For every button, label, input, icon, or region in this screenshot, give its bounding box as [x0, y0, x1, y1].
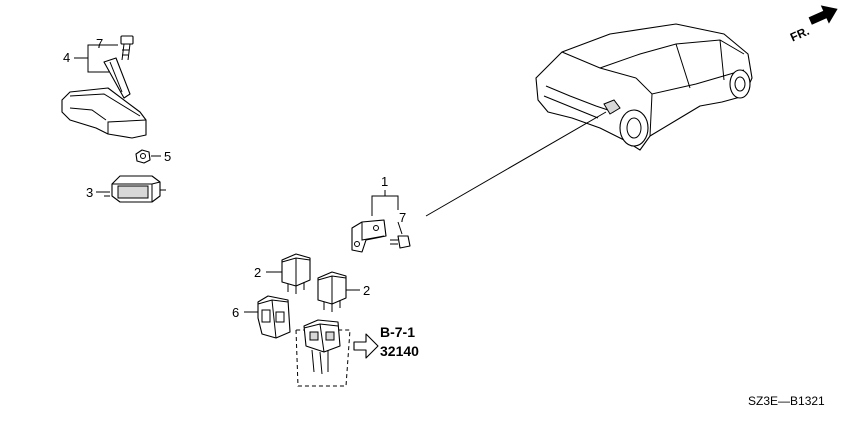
callout-5: 5	[164, 149, 171, 164]
callout-3: 3	[86, 185, 93, 200]
front-direction-arrow-icon	[808, 5, 838, 25]
callout-7-lower: 7	[399, 210, 406, 225]
part-2-relay-left	[281, 253, 311, 294]
callout-1: 1	[381, 174, 388, 189]
part-2-relay-right	[317, 271, 347, 312]
front-direction-label: FR.	[788, 24, 811, 45]
part-1-bracket	[351, 219, 387, 253]
part-6-holder	[257, 295, 291, 339]
reference-arrow-icon	[353, 333, 379, 359]
callout-bracket-1-7	[371, 195, 399, 216]
callout-4: 4	[63, 50, 70, 65]
part-3-sensor	[104, 175, 166, 203]
reference-connector	[295, 319, 351, 387]
part-7-bolt-lower	[390, 235, 411, 249]
reference-part-number: 32140	[380, 343, 419, 359]
diagram-code: SZ3E—B1321	[748, 394, 825, 408]
part-4-cover	[61, 57, 147, 139]
callout-2-right: 2	[363, 283, 370, 298]
callout-6: 6	[232, 305, 239, 320]
reference-section: B-7-1	[380, 324, 415, 340]
location-leader-line	[425, 111, 607, 217]
part-7-bolt-upper	[120, 35, 134, 61]
callout-2-left: 2	[254, 265, 261, 280]
callout-7-upper: 7	[96, 36, 103, 51]
part-5-nut	[135, 149, 151, 164]
vehicle-illustration	[535, 23, 753, 151]
leader-7b	[397, 221, 403, 235]
